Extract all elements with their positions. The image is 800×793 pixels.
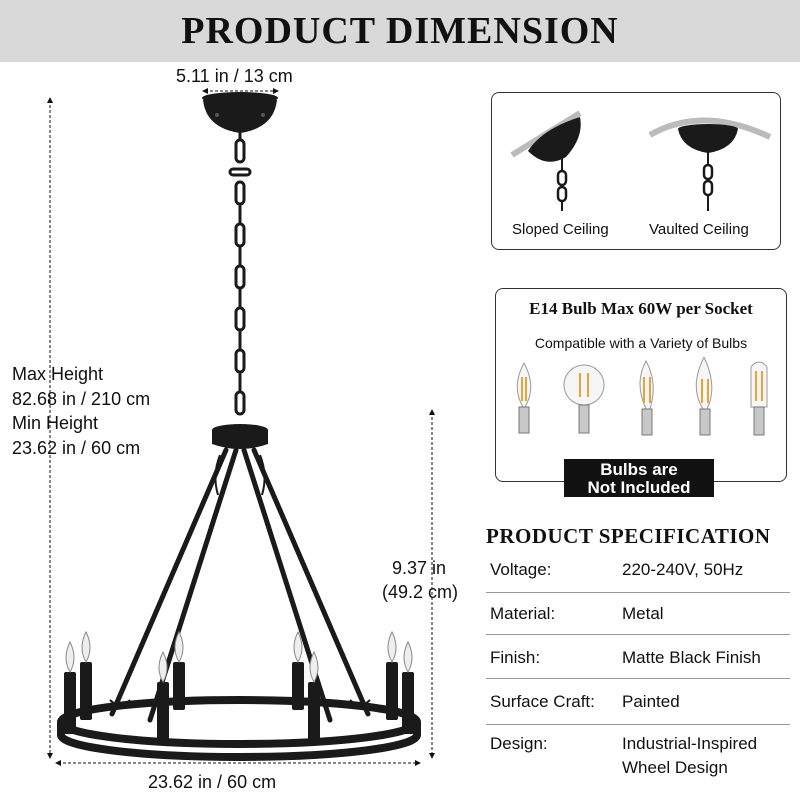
spec-key: Voltage: — [490, 560, 552, 579]
vaulted-ceiling-label: Vaulted Ceiling — [649, 221, 749, 238]
sloped-ceiling-icon — [510, 110, 582, 211]
min-height-label: Min Height — [12, 413, 99, 433]
wheel-ring — [57, 696, 421, 761]
ceiling-illustrations — [510, 110, 772, 211]
support-arms — [109, 447, 371, 723]
canopy-width-label: 5.11 in / 13 cm — [176, 66, 293, 86]
bulb-spec-title: E14 Bulb Max 60W per Socket — [529, 299, 753, 318]
spec-value-line-1: Industrial-Inspired — [622, 734, 758, 753]
globe-bulb-icon — [563, 364, 605, 434]
spec-row-surface-craft: Surface Craft: Painted — [486, 678, 790, 725]
min-height-value: 23.62 in / 60 cm — [12, 437, 141, 458]
spec-value: Metal — [622, 604, 664, 623]
spec-row-voltage: Voltage: 220-240V, 50Hz — [486, 550, 790, 593]
spec-row-design: Design: Industrial-Inspired Wheel Design — [486, 724, 790, 786]
candle-bulb-icon — [516, 361, 532, 434]
spec-value: Matte Black Finish — [622, 648, 761, 667]
flame-tip-bulb-icon — [695, 357, 713, 436]
bulb-type-illustrations — [516, 357, 768, 436]
specification-title: PRODUCT SPECIFICATION — [486, 524, 771, 548]
spec-value: Industrial-Inspired Wheel Design — [622, 732, 757, 780]
candle-sockets — [64, 662, 414, 740]
spec-key: Design: — [490, 734, 548, 753]
spec-row-finish: Finish: Matte Black Finish — [486, 634, 790, 679]
body-height-inches: 9.37 in — [392, 558, 447, 578]
title-banner: PRODUCT DIMENSION — [0, 0, 800, 62]
max-height-label: Max Height — [12, 364, 104, 384]
spec-value-line-2: Wheel Design — [622, 758, 728, 777]
bulb-compatibility-panel: E14 Bulb Max 60W per Socket Compatible w… — [495, 288, 787, 482]
bulbs-not-included-badge: Bulbs are Not Included — [564, 459, 714, 497]
bulb-compatibility-subtitle: Compatible with a Variety of Bulbs — [534, 335, 748, 351]
spec-value: Painted — [622, 692, 680, 711]
candle-bulbs — [65, 630, 413, 684]
center-hub — [212, 424, 268, 449]
spec-value: 220-240V, 50Hz — [622, 560, 744, 579]
torpedo-bulb-icon — [639, 359, 654, 436]
page-title: PRODUCT DIMENSION — [181, 10, 619, 52]
sloped-ceiling-label: Sloped Ceiling — [512, 221, 609, 238]
ceiling-canopy — [202, 92, 278, 133]
notice-line-1: Bulbs are — [600, 460, 678, 479]
spec-key: Finish: — [490, 648, 541, 667]
spec-key: Material: — [490, 604, 556, 623]
vaulted-ceiling-icon — [648, 117, 772, 211]
max-height-value: 82.68 in / 210 cm — [12, 388, 151, 409]
spec-key: Surface Craft: — [490, 692, 595, 711]
spec-row-material: Material: Metal — [486, 592, 790, 635]
ceiling-compatibility-panel: Sloped Ceiling Vaulted Ceiling — [491, 92, 781, 250]
diameter-label: 23.62 in / 60 cm — [148, 772, 277, 792]
notice-line-2: Not Included — [587, 478, 691, 497]
tubular-bulb-icon — [750, 361, 768, 436]
hanging-chain — [228, 128, 252, 416]
body-height-cm: (49.2 cm) — [382, 582, 459, 602]
height-labels: Max Height 82.68 in / 210 cm Min Height … — [12, 362, 150, 460]
